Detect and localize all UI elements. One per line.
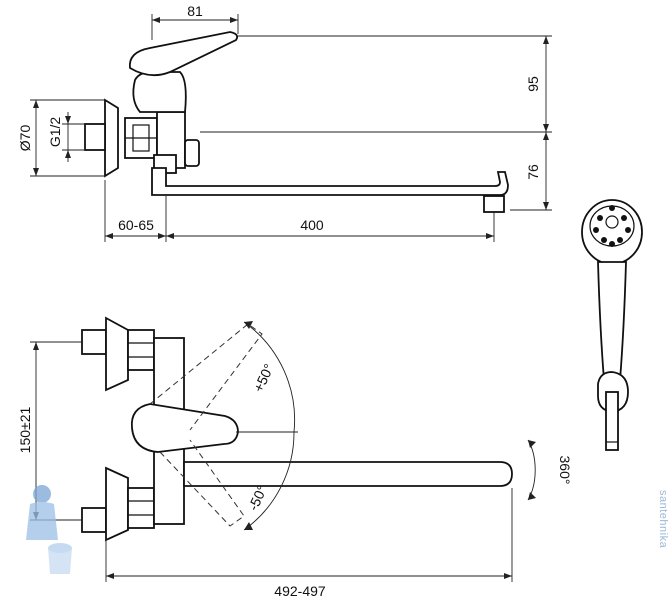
diverter-knob (184, 139, 200, 167)
hand-shower (581, 199, 643, 451)
dim-diameter-label: Ø70 (17, 125, 33, 152)
watermark-logo (26, 485, 72, 574)
holder-post (605, 391, 619, 451)
dim-thread-label: G1/2 (47, 117, 63, 148)
plan-lever (130, 403, 239, 453)
upper-connector (81, 329, 107, 355)
dim-81-label: 81 (187, 3, 203, 19)
dim-400-label: 400 (300, 217, 324, 233)
dim-center-label: 150±21 (17, 406, 33, 453)
wall-flange (104, 98, 119, 178)
upper-flange (105, 316, 129, 392)
cartridge-housing (132, 70, 187, 113)
aerator (483, 195, 505, 213)
lever-up-label: +50° (250, 361, 277, 394)
upper-nut (127, 329, 155, 371)
lower-connector (81, 507, 107, 533)
side-elevation: 81 95 76 Ø70 G1/2 60-65 (17, 3, 552, 242)
swivel-label: 360° (557, 456, 573, 485)
dim-eccentric-label: 60-65 (118, 217, 154, 233)
eccentric-connector (84, 123, 106, 151)
shower-handle (597, 261, 627, 381)
lower-nut (127, 487, 155, 529)
dim-95-label: 95 (525, 76, 541, 92)
dim-76-label: 76 (525, 164, 541, 180)
plan-spout (183, 461, 513, 487)
lever-down-label: -50° (245, 483, 270, 513)
plan-view: +50° -50° 360° 150±21 492-497 (17, 316, 573, 599)
dim-total-label: 492-497 (274, 583, 326, 599)
spout (151, 167, 509, 196)
lever-handle (128, 31, 239, 77)
watermark-text: santehnika (657, 490, 669, 549)
lower-flange (105, 466, 129, 542)
